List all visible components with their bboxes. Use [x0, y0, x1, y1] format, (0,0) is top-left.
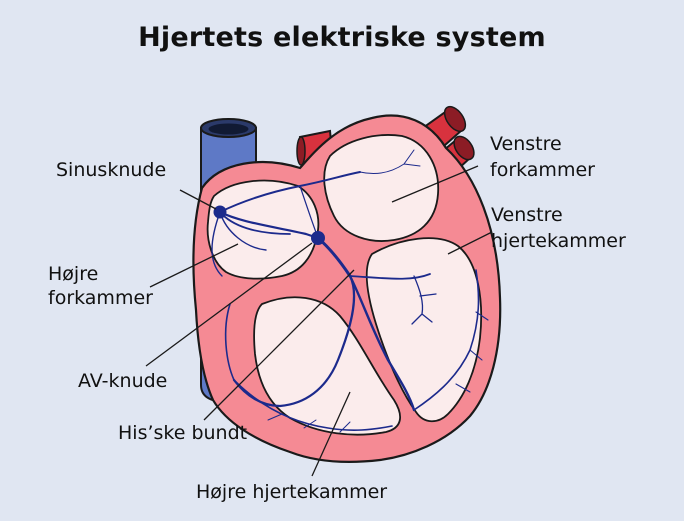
label-venstre-forkammer-line2: forkammer [490, 158, 595, 182]
label-sinusknude: Sinusknude [56, 158, 166, 182]
label-venstre-forkammer-line1: Venstre [490, 132, 562, 156]
label-venstre-hjertekammer-line1: Venstre [491, 203, 563, 227]
label-venstre-hjertekammer-line2: hjertekammer [491, 229, 626, 253]
label-hojre-forkammer-line1: Højre [48, 262, 98, 286]
sinus-node [214, 206, 227, 219]
left-atrium-cavity [324, 135, 438, 241]
label-av-knude: AV-knude [78, 369, 167, 393]
label-hojre-hjertekammer: Højre hjertekammer [196, 480, 387, 504]
label-hiske-bundt: His’ske bundt [118, 421, 247, 445]
av-node [311, 231, 325, 245]
label-hojre-forkammer-line2: forkammer [48, 286, 153, 310]
